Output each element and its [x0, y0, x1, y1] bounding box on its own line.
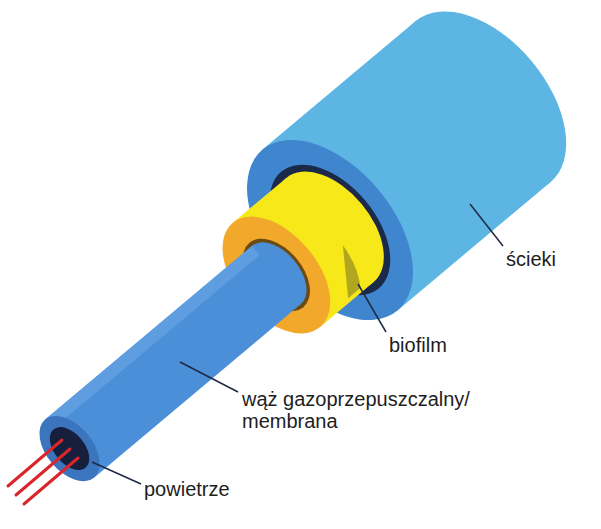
part-label: biofilm: [389, 334, 447, 356]
hose-highlight: [45, 246, 260, 429]
hose-end: [234, 231, 318, 319]
part-label: powietrze: [144, 478, 230, 500]
part-label: wąż gazoprzepuszczalny/ membrana: [242, 388, 504, 432]
leader-line: [92, 462, 141, 484]
leader-line: [470, 204, 503, 246]
air-streams: [8, 440, 78, 504]
leader-line: [180, 362, 238, 392]
leader-lines: [92, 204, 503, 484]
air-line: [24, 458, 78, 504]
leader-line: [358, 284, 386, 332]
part-label: ścieki: [506, 248, 556, 270]
